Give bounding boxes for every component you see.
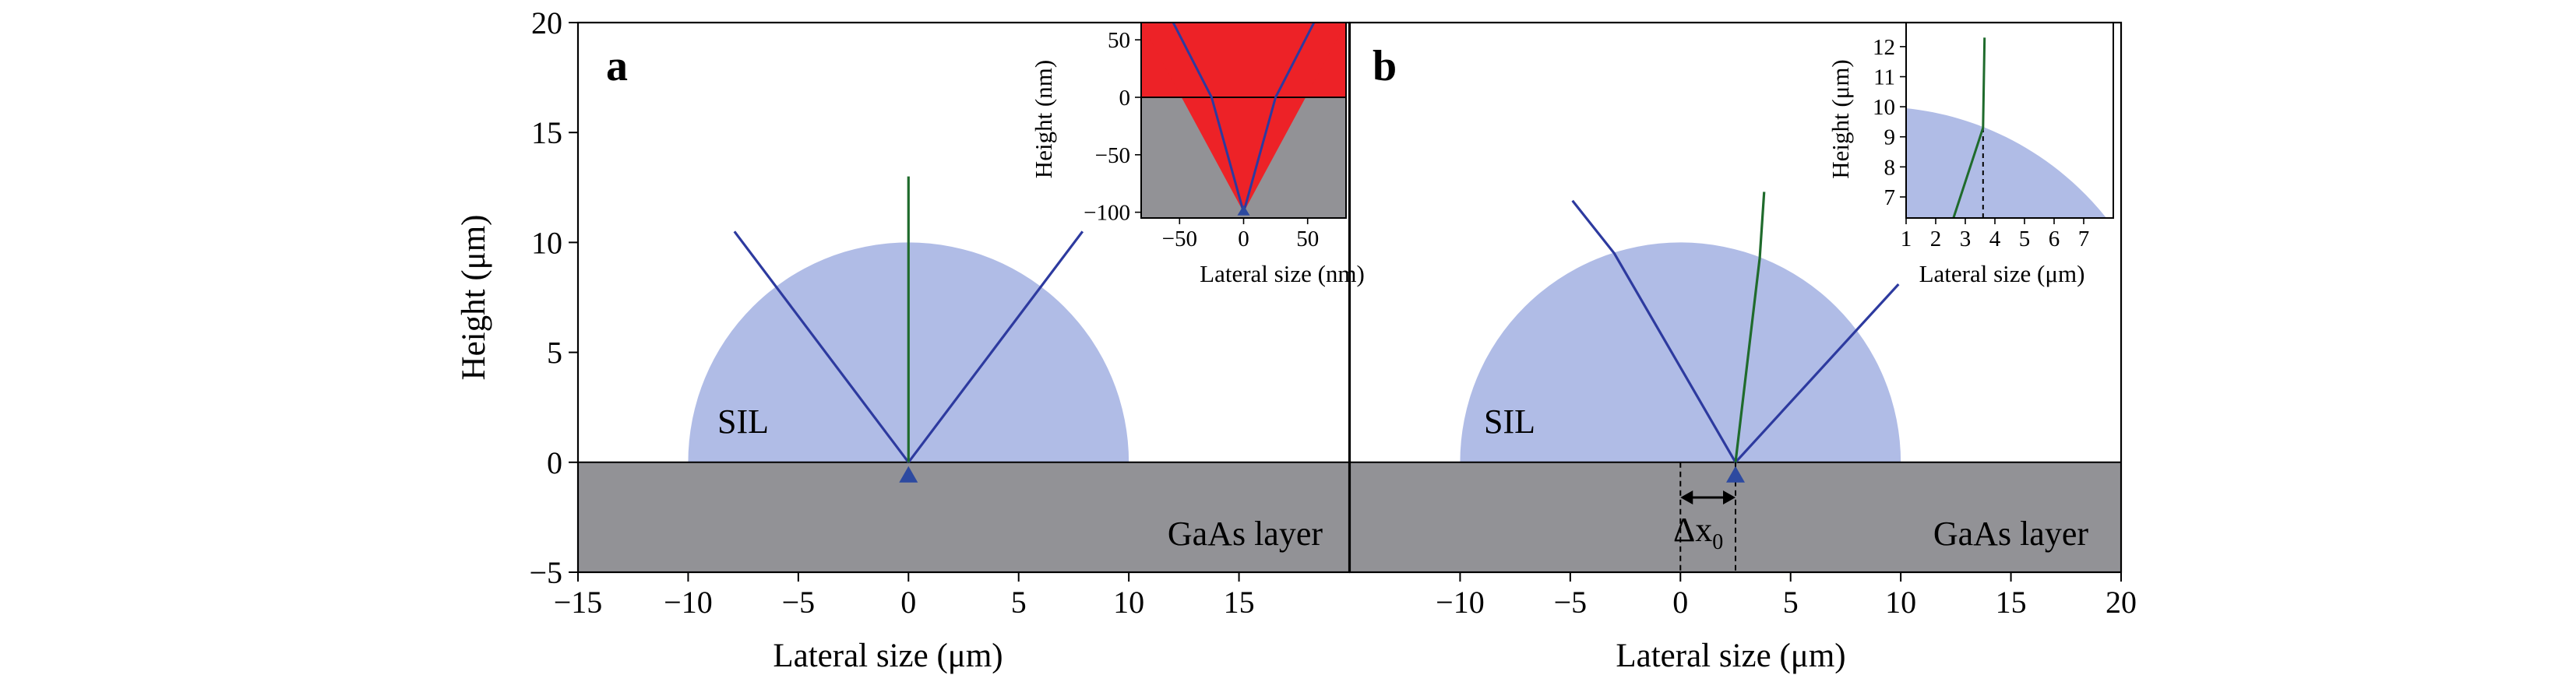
panel-a-inset: −50 0 50 −100 −50 0 50: [1084, 22, 1347, 251]
panel-a-y-axis-label: Height (μm): [456, 215, 492, 381]
inset-b-x-tick-label: 7: [2078, 227, 2090, 251]
inset-a-plot-area: [1141, 23, 1346, 218]
inset-b-y-tick-label: 12: [1873, 35, 1895, 60]
panel-b-x-axis-label: Lateral size (μm): [1616, 638, 1845, 674]
panel-a-y-tick-label: 10: [531, 225, 562, 260]
panel-a-y-tick-label: 20: [531, 5, 562, 40]
panel-a-x-tick-label: −15: [554, 585, 603, 620]
inset-b-y-tick-label: 11: [1873, 65, 1895, 90]
inset-a-x-axis-label: Lateral size (nm): [1200, 260, 1365, 287]
panel-b-sil-label: SIL: [1484, 403, 1535, 441]
panel-b-frame: [1348, 21, 2123, 574]
inset-b-plot-area: [1906, 37, 2113, 218]
panel-b-ray-1: [1734, 283, 1900, 463]
inset-a-x-tick-label: 50: [1296, 227, 1319, 251]
inset-a-x-tick-label: 0: [1238, 227, 1249, 251]
panel-a-y-tick-label: −5: [529, 555, 562, 590]
panel-a-emitter-marker: [899, 466, 918, 483]
panel-b-ray-0: [1571, 199, 1737, 463]
panel-a-x-tick-label: −5: [782, 585, 816, 620]
panel-a-ray-0: [733, 230, 910, 463]
inset-b-x-tick-label: 2: [1930, 227, 1942, 251]
delta-x0-label: Δx0: [1673, 511, 1723, 554]
panel-b-x-tick-label: −5: [1554, 585, 1588, 620]
panel-a-x-tick-label: 15: [1224, 585, 1255, 620]
panel-b-sil-hemisphere: [1460, 242, 1901, 462]
inset-a-y-tick-label: −50: [1095, 143, 1130, 168]
panel-b-gaas-label: GaAs layer: [1933, 515, 2088, 553]
panel-a-x-tick-label: −10: [664, 585, 713, 620]
panel-a-y-tick-label: 0: [547, 445, 562, 480]
inset-a-ray-0: [1172, 23, 1245, 213]
delta-x0-subscript: 0: [1712, 530, 1723, 554]
panel-b-x-tick-label: 20: [2106, 585, 2137, 620]
inset-b-y-tick-label: 9: [1884, 125, 1896, 150]
inset-b-y-tick-label: 7: [1884, 185, 1896, 210]
panel-a-y-tick-label: 15: [531, 115, 562, 150]
panel-a-letter: a: [606, 42, 628, 90]
inset-b-x-tick-label: 3: [1960, 227, 1972, 251]
panel-a-gaas-label: GaAs layer: [1168, 515, 1323, 553]
panel-a-x-tick-label: 5: [1011, 585, 1027, 620]
inset-b-x-tick-label: 4: [1989, 227, 2001, 251]
panel-a-gaas-layer: [578, 462, 1349, 572]
inset-a-y-tick-label: 0: [1119, 86, 1131, 111]
inset-a-cone-fill: [1141, 23, 1346, 213]
inset-b-x-tick-label: 1: [1901, 227, 1912, 251]
panel-a-x-tick-label: 10: [1113, 585, 1144, 620]
panel-b-plot-area: [1350, 192, 2121, 572]
inset-a-emitter-marker: [1237, 205, 1250, 216]
inset-b-x-tick-label: 6: [2049, 227, 2060, 251]
inset-b-y-axis-label: Height (μm): [1827, 59, 1854, 179]
inset-b-sil-fill: [1906, 108, 2113, 218]
panel-b-x-tick-label: 0: [1672, 585, 1688, 620]
inset-b-y-tick-label: 8: [1884, 155, 1896, 180]
inset-a-y-axis-label: Height (nm): [1030, 60, 1057, 178]
panel-a-y-tick-label: 5: [547, 336, 562, 371]
inset-a-ray-1: [1242, 23, 1316, 213]
inset-b-x-axis-label: Lateral size (μm): [1919, 260, 2085, 287]
panel-a-plot-area: [578, 176, 1349, 572]
panel-b-x-tick-label: −10: [1436, 585, 1485, 620]
delta-x0-base: Δx: [1673, 511, 1712, 549]
inset-b-y-tick-label: 10: [1873, 95, 1895, 120]
inset-b-frame: [1905, 22, 2114, 219]
panel-a-x-tick-label: 0: [900, 585, 916, 620]
panel-a-ray-1: [907, 230, 1084, 463]
inset-b-ray-0: [1952, 37, 1986, 218]
panel-a-sil-label: SIL: [717, 403, 769, 441]
inset-a-x-tick-label: −50: [1162, 227, 1197, 251]
panel-b-x-tick-label: 5: [1783, 585, 1799, 620]
panel-b-offset-arrowhead-left: [1680, 490, 1693, 504]
panel-b-emitter-marker: [1726, 466, 1745, 483]
panel-b-x-tick-label: 15: [1996, 585, 2027, 620]
panel-a-x-axis-label: Lateral size (μm): [773, 638, 1003, 674]
panel-b-x-tick-label: 10: [1885, 585, 1916, 620]
panel-b-ray-2: [1734, 192, 1766, 462]
panel-b-letter: b: [1373, 42, 1397, 90]
inset-a-y-tick-label: −100: [1084, 201, 1130, 226]
inset-a-y-tick-label: 50: [1108, 28, 1130, 53]
inset-b-x-tick-label: 5: [2019, 227, 2031, 251]
panel-b-offset-arrowhead-right: [1723, 490, 1736, 504]
